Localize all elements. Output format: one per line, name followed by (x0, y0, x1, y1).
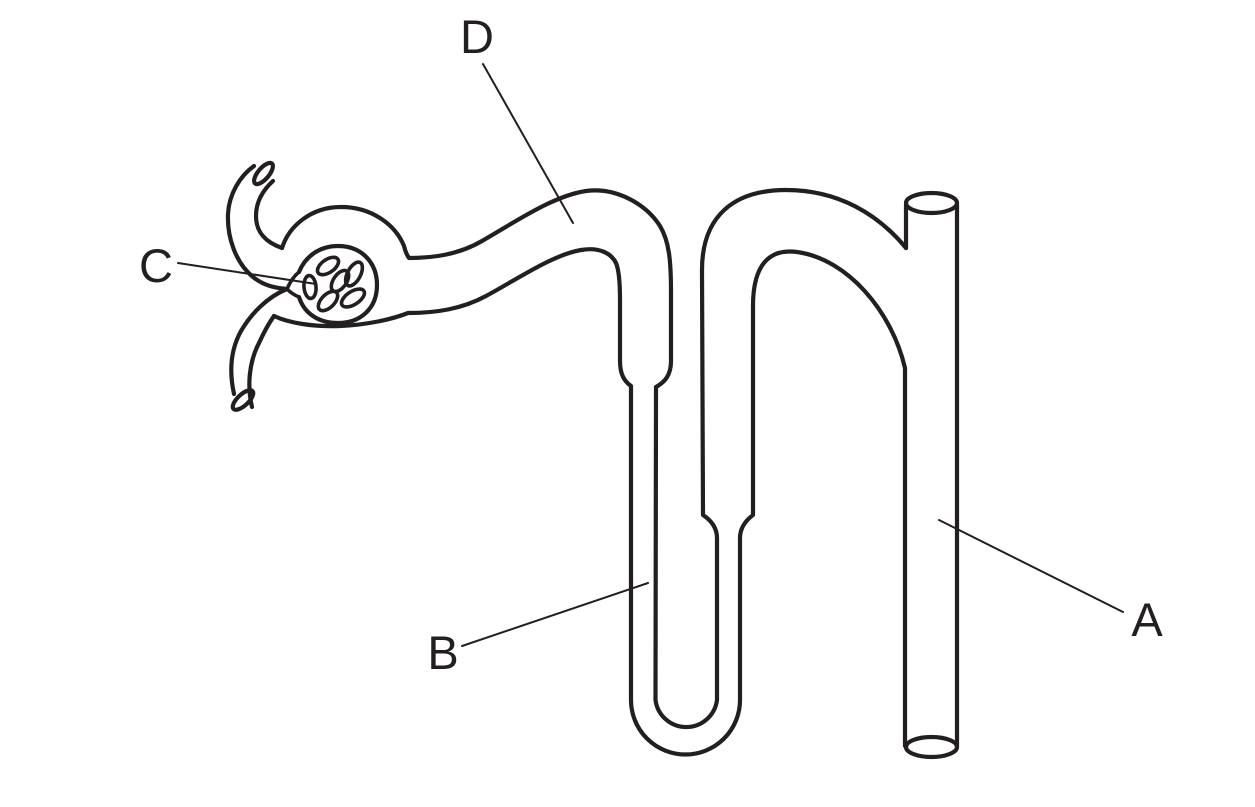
glomerulus-capillary (316, 289, 340, 313)
upper-arteriole-outer-wall (225, 163, 290, 292)
capsule-inner-chamber (296, 243, 380, 326)
label-c: C (139, 239, 173, 292)
glomerulus (302, 255, 367, 313)
glomerulus-capillary (315, 255, 341, 277)
collecting-duct-bottom-opening (903, 734, 960, 760)
leader-line-b (461, 582, 649, 647)
collecting-duct (902, 190, 960, 760)
tubule-lower-outline (271, 247, 908, 757)
leader-line-c (177, 262, 317, 285)
glomerulus-capillary (339, 287, 367, 309)
upper-arteriole-opening (252, 160, 275, 187)
label-d: D (460, 10, 494, 63)
capsule-mouth-lower (285, 287, 301, 299)
label-b: B (427, 626, 458, 679)
collecting-duct-top-opening (903, 190, 960, 216)
leader-line-a (938, 519, 1124, 613)
tubule-upper-outline (279, 187, 909, 730)
leader-line-d (482, 63, 574, 224)
lower-arteriole-opening (230, 388, 256, 412)
lower-arteriole-outer-wall (229, 286, 290, 397)
glomerulus-capillary (302, 273, 318, 301)
label-a: A (1131, 593, 1163, 646)
upper-arteriole-inner-wall (253, 178, 285, 251)
